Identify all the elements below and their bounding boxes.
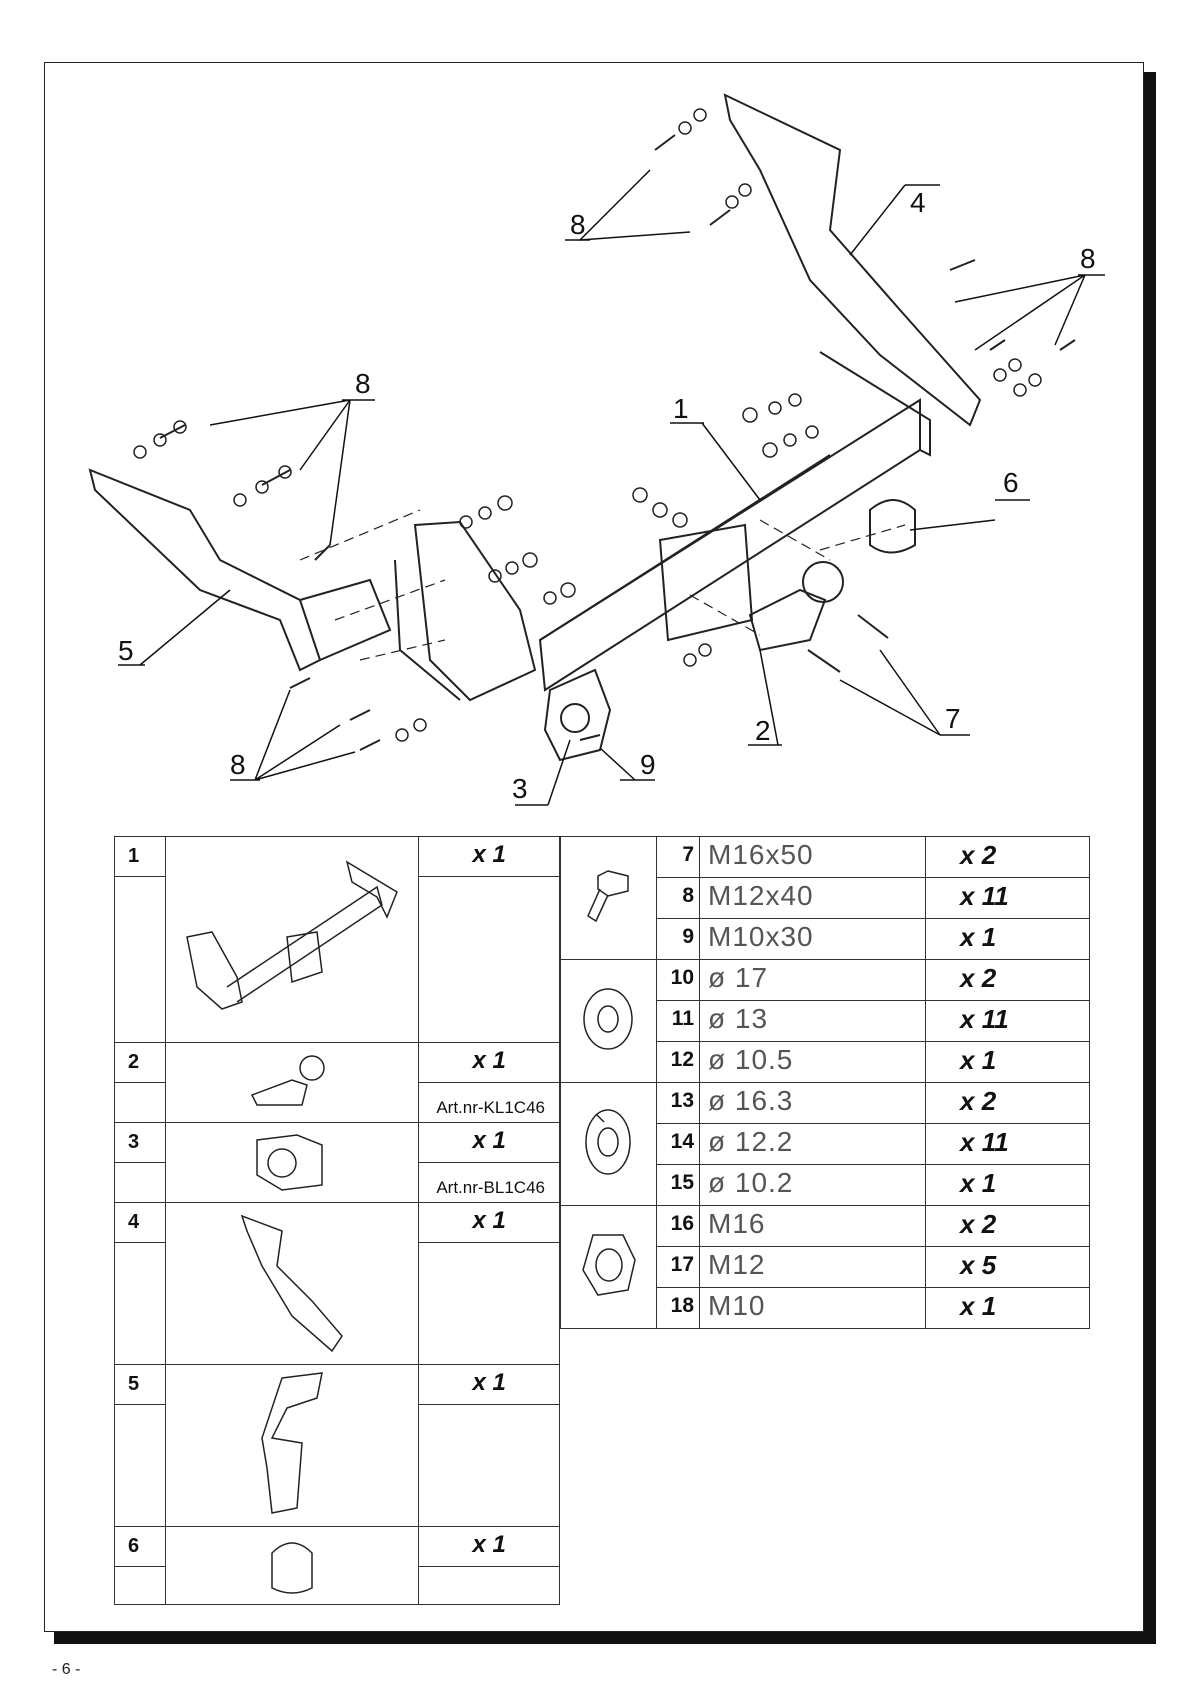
callout-8c: 8 (355, 368, 371, 399)
electrical-plate-icon (256, 1134, 324, 1191)
left-bracket (88, 468, 322, 672)
hardware-spec: ø 10.2 (698, 1164, 927, 1206)
article-number: Art.nr-BL1C46 (436, 1178, 545, 1197)
hardware-qty: x 11 (925, 1000, 1090, 1042)
washer-icon (583, 987, 634, 1050)
callout-9: 9 (640, 749, 656, 780)
callout-7: 7 (945, 703, 961, 734)
hardware-number: 10 (655, 959, 701, 1001)
part-number: 4 (113, 1202, 167, 1243)
hardware-spec: ø 10.5 (698, 1041, 927, 1083)
part-number: 1 (113, 835, 167, 878)
hardware-spec: ø 16.3 (698, 1082, 927, 1124)
part-1-thumbnail (165, 836, 420, 1043)
ball-cap-icon (271, 1542, 314, 1594)
hardware-number: 7 (655, 836, 701, 878)
crossbar-icon (186, 860, 399, 1010)
part-number: 5 (113, 1364, 167, 1405)
hardware-qty: x 11 (925, 877, 1090, 919)
hardware-qty: x 1 (925, 1287, 1090, 1329)
callout-8d: 8 (230, 749, 246, 780)
page-number: - 6 - (52, 1661, 81, 1678)
hardware-qty: x 5 (925, 1246, 1090, 1288)
bolt-icon (587, 869, 630, 922)
hardware-nut-thumbnail (560, 1205, 657, 1329)
hardware-number: 11 (655, 1000, 701, 1042)
callout-4: 4 (910, 187, 926, 218)
hardware-number: 9 (655, 918, 701, 960)
hardware-qty: x 11 (925, 1123, 1090, 1165)
hardware-spring-washer-thumbnail (560, 1082, 657, 1206)
hardware-spec: M16 (698, 1205, 927, 1247)
right-bracket-icon (241, 1214, 344, 1353)
part-qty: x 1 (418, 1364, 560, 1405)
hardware-number: 18 (655, 1287, 701, 1329)
hardware-spec: M12 (698, 1246, 927, 1288)
spring-washer-icon (585, 1108, 632, 1175)
part-qty: x 1 (418, 1122, 560, 1163)
hardware-number: 12 (655, 1041, 701, 1083)
hardware-spec: M12x40 (698, 877, 927, 919)
right-bracket (723, 93, 982, 427)
hardware-number: 15 (655, 1164, 701, 1206)
hardware-bolt-thumbnail (560, 836, 657, 960)
part-number: 6 (113, 1526, 167, 1567)
hardware-number: 14 (655, 1123, 701, 1165)
part-5-thumbnail (165, 1364, 420, 1527)
callout-8a: 8 (570, 209, 586, 240)
part-qty: x 1 (418, 1042, 560, 1083)
hardware-number: 17 (655, 1246, 701, 1288)
hardware-number: 13 (655, 1082, 701, 1124)
callout-1: 1 (673, 393, 689, 424)
parts-table: 1 x 1 2 x 1 Ar (113, 835, 560, 1605)
callout-6: 6 (1003, 467, 1019, 498)
callout-5: 5 (118, 635, 134, 666)
hardware-qty: x 1 (925, 1164, 1090, 1206)
callout-3: 3 (512, 773, 528, 804)
part-qty: x 1 (418, 1202, 560, 1243)
hardware-qty: x 2 (925, 1082, 1090, 1124)
callout-8b: 8 (1080, 243, 1096, 274)
hardware-table: 7 M16x50 x 2 8 M12x40 x 11 9 M10x30 x 1 … (560, 836, 1090, 1329)
part-number: 2 (113, 1042, 167, 1083)
left-bracket-icon (261, 1372, 324, 1514)
article-number: Art.nr-KL1C46 (436, 1098, 545, 1117)
part-2-thumbnail (165, 1042, 420, 1123)
hardware-spec: M10x30 (698, 918, 927, 960)
ball-hitch-icon (251, 1055, 326, 1106)
hardware-number: 16 (655, 1205, 701, 1247)
hardware-spec: ø 12.2 (698, 1123, 927, 1165)
hardware-qty: x 1 (925, 1041, 1090, 1083)
part-3-thumbnail (165, 1122, 420, 1203)
part-number: 3 (113, 1122, 167, 1163)
part-qty: x 1 (418, 1526, 560, 1567)
callout-2: 2 (755, 715, 771, 746)
part-qty: x 1 (418, 835, 560, 878)
hardware-spec: M10 (698, 1287, 927, 1329)
crossbar (538, 398, 921, 692)
hardware-washer-thumbnail (560, 959, 657, 1083)
hardware-qty: x 2 (925, 836, 1090, 878)
part-6-thumbnail (165, 1526, 420, 1605)
hardware-spec: ø 17 (698, 959, 927, 1001)
assembly-diagram: 1 4 6 7 2 5 3 9 8 8 8 8 (88, 93, 1105, 806)
hardware-qty: x 1 (925, 918, 1090, 960)
hardware-qty: x 2 (925, 959, 1090, 1001)
hardware-qty: x 2 (925, 1205, 1090, 1247)
hardware-number: 8 (655, 877, 701, 919)
part-4-thumbnail (165, 1202, 420, 1365)
nut-icon (582, 1233, 637, 1296)
hardware-spec: M16x50 (698, 836, 927, 878)
hardware-spec: ø 13 (698, 1000, 927, 1042)
